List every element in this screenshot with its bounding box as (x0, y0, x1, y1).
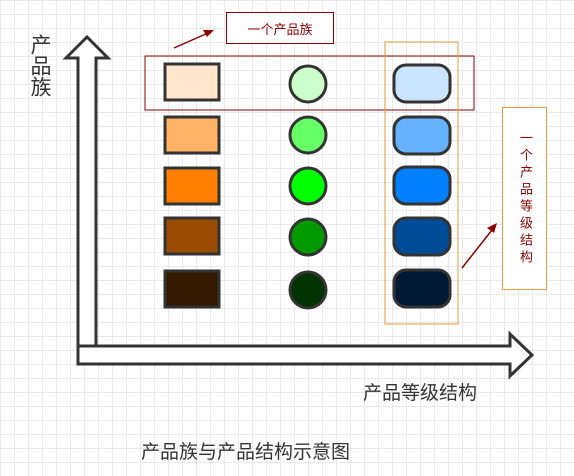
diagram-caption: 产品族与产品结构示意图 (141, 441, 351, 463)
product-rect (163, 216, 221, 256)
x-axis-label: 产品等级结构 (363, 382, 478, 404)
product-pill (392, 63, 452, 104)
product-family-box (144, 55, 475, 111)
product-pill (392, 268, 452, 309)
family-arrow (173, 30, 214, 49)
product-pill (392, 216, 452, 257)
product-circle (288, 64, 328, 104)
product-pill (392, 115, 452, 156)
structure-arrow (461, 223, 497, 269)
product-pill (392, 165, 452, 206)
product-family-label: 一个产品族 (226, 12, 334, 44)
x-axis-arrow (76, 330, 535, 380)
product-structure-label: 一个产品等级结构 (502, 107, 547, 290)
y-axis-arrow (62, 34, 112, 362)
product-circle (288, 166, 328, 206)
product-circle (288, 270, 328, 310)
product-circle (288, 217, 328, 257)
product-rect (163, 166, 221, 206)
product-structure-box (384, 41, 459, 325)
product-rect (163, 62, 221, 102)
product-rect (163, 115, 221, 155)
product-circle (288, 115, 328, 155)
y-axis-label: 产品族 (28, 34, 52, 97)
product-rect (163, 269, 221, 309)
